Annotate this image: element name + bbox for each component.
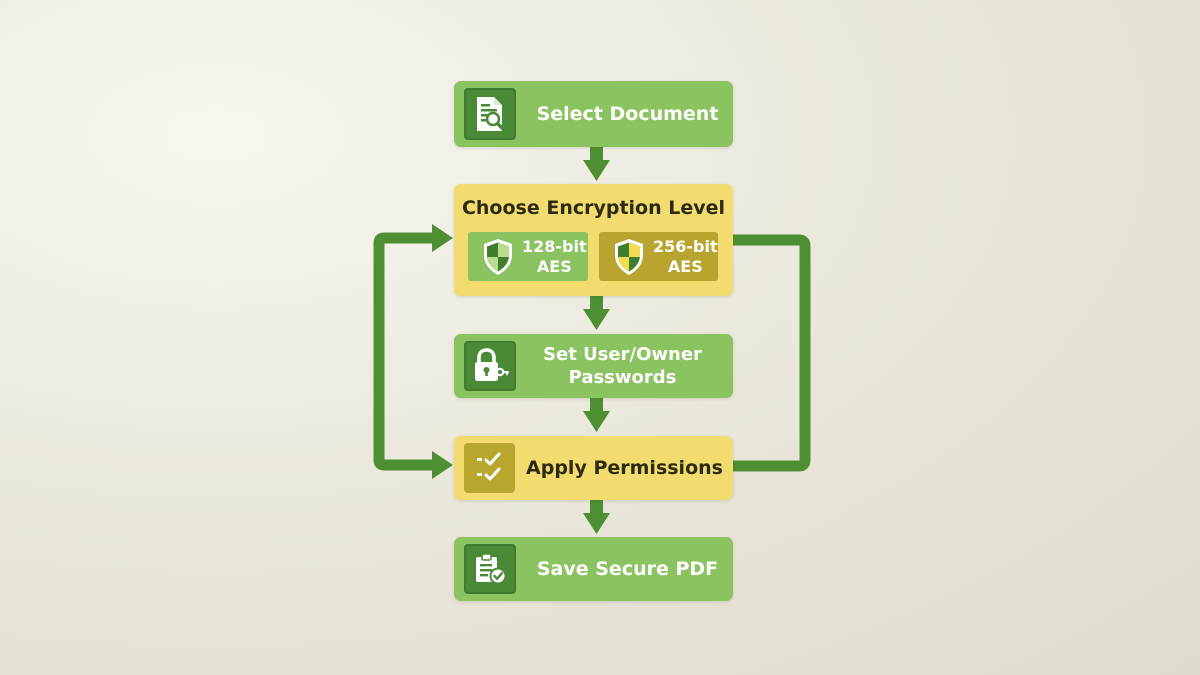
document-search-icon bbox=[464, 88, 516, 140]
loop-right bbox=[732, 234, 811, 472]
arrowhead-into-permissions bbox=[432, 451, 453, 479]
set-passwords-line-2: Passwords bbox=[568, 367, 677, 388]
option-128-bit-aes[interactable]: 128-bit AES bbox=[468, 232, 588, 281]
option-128-bit-line-1: 128-bit bbox=[522, 236, 587, 256]
step-label-select-document: Select Document bbox=[536, 103, 719, 125]
step-save-pdf: Save Secure PDF bbox=[454, 537, 733, 601]
option-128-bit-label: 128-bit AES bbox=[522, 237, 587, 277]
arrow-permissions-to-save bbox=[583, 500, 610, 534]
step-set-passwords: Set User/Owner Passwords bbox=[454, 334, 733, 398]
shield-icon bbox=[484, 238, 512, 275]
step-label-save-pdf: Save Secure PDF bbox=[536, 558, 719, 580]
option-128-bit-line-2: AES bbox=[536, 256, 572, 276]
option-256-bit-line-2: AES bbox=[667, 256, 703, 276]
shield-icon bbox=[615, 238, 643, 275]
arrow-passwords-to-permissions bbox=[583, 398, 610, 432]
set-passwords-line-1: Set User/Owner bbox=[543, 344, 702, 365]
step-label-set-passwords: Set User/Owner Passwords bbox=[522, 334, 723, 398]
option-256-bit-label: 256-bit AES bbox=[653, 237, 718, 277]
arrowhead-into-encryption bbox=[432, 224, 453, 252]
padlock-key-icon bbox=[464, 341, 516, 391]
clipboard-check-icon bbox=[464, 544, 516, 594]
arrow-encryption-to-passwords bbox=[583, 296, 610, 330]
option-256-bit-aes[interactable]: 256-bit AES bbox=[599, 232, 718, 281]
loop-left bbox=[373, 232, 434, 471]
arrow-select-to-encryption bbox=[583, 147, 610, 181]
option-256-bit-line-1: 256-bit bbox=[653, 236, 718, 256]
step-label-choose-encryption: Choose Encryption Level bbox=[461, 197, 726, 219]
step-label-apply-permissions: Apply Permissions bbox=[526, 457, 723, 479]
step-choose-encryption: Choose Encryption Level 128-bit AES 256-… bbox=[454, 184, 733, 296]
step-apply-permissions: Apply Permissions bbox=[454, 436, 733, 500]
step-select-document: Select Document bbox=[454, 81, 733, 147]
checklist-icon bbox=[464, 443, 515, 493]
